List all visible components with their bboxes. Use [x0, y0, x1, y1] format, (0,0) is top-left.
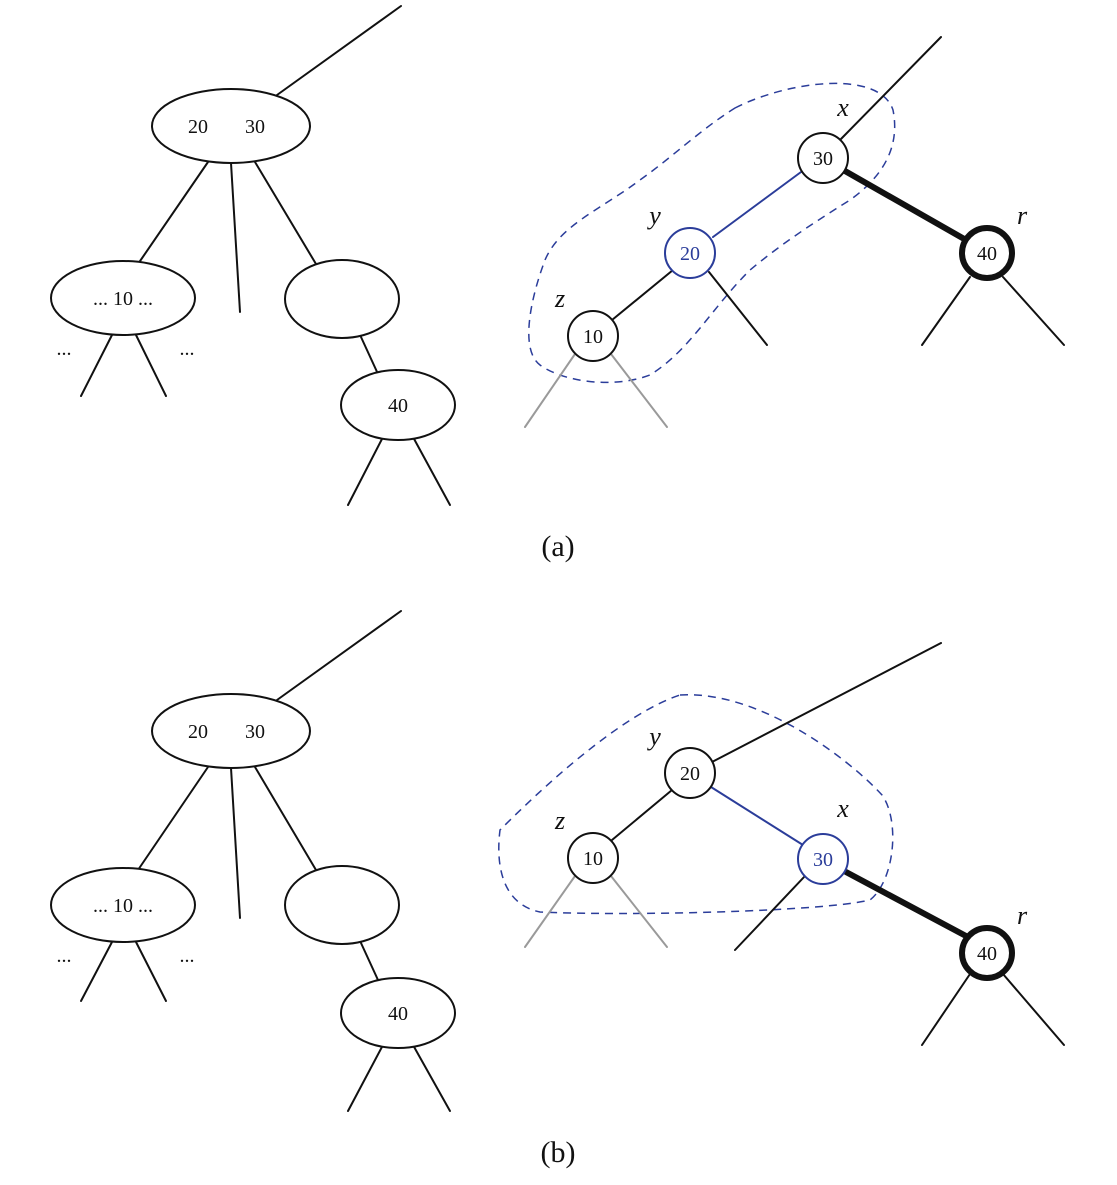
- btree-root-parent-edge: [276, 610, 402, 701]
- rbtree-a: 30 x 20 y 10 z 40 r: [524, 36, 1065, 428]
- btree-node-40: [340, 369, 456, 441]
- rb-node-x-key: 30: [813, 849, 833, 871]
- btree-edge-root-left: [137, 161, 209, 265]
- btree-edge-40-left: [347, 1044, 384, 1112]
- rb-node-z-key: 10: [583, 326, 603, 348]
- btree-edge-left-child-a: [80, 941, 113, 1002]
- btree-left-node: [50, 867, 196, 943]
- rb-edge-x-r: [843, 869, 969, 939]
- rb-edge-r-right: [1002, 276, 1065, 346]
- rb-node-y-key: 20: [680, 243, 700, 265]
- btree-ellipsis-left: ...: [57, 945, 72, 967]
- rb-node-z: [567, 310, 619, 362]
- rbtree-b: 20 y 10 z 30 x 40 r: [498, 642, 1065, 1046]
- highlight-region-b: [498, 694, 894, 915]
- btree-ellipsis-right: ...: [180, 338, 195, 360]
- btree-node-40-key: 40: [388, 1003, 408, 1025]
- rb-label-y: y: [646, 201, 661, 230]
- rb-edge-r-left: [921, 973, 971, 1046]
- btree-b: 20 30 ... 10 ... ... ... 40: [50, 610, 456, 1112]
- rb-edge-x-y: [712, 171, 802, 238]
- rb-edge-y-z: [611, 269, 674, 321]
- rb-node-z-key: 10: [583, 848, 603, 870]
- rb-node-r-key: 40: [977, 943, 997, 965]
- rb-edge-z-left: [524, 875, 576, 948]
- btree-node-40: [340, 977, 456, 1049]
- btree-left-node: [50, 260, 196, 336]
- panel-a-caption: (a): [541, 530, 574, 563]
- btree-ellipsis-left: ...: [57, 338, 72, 360]
- rb-label-y: y: [646, 722, 661, 751]
- rb-edge-y-x: [710, 786, 804, 846]
- rb-label-z: z: [554, 284, 565, 313]
- rb-label-r: r: [1017, 901, 1028, 930]
- btree-root-parent-edge: [276, 5, 402, 96]
- panel-a: 20 30 ... 10 ... ... ... 40 30 x: [50, 5, 1065, 563]
- rb-node-x: [797, 833, 849, 885]
- btree-right-node: [284, 865, 400, 945]
- btree-left-node-keys: ... 10 ...: [93, 288, 153, 310]
- btree-edge-right-to-40: [360, 942, 379, 981]
- rb-edge-z-right: [610, 875, 668, 948]
- rb-node-r: [959, 225, 1015, 281]
- panel-b: 20 30 ... 10 ... ... ... 40 20 y: [50, 610, 1065, 1169]
- btree-ellipsis-right: ...: [180, 945, 195, 967]
- btree-edge-right-to-40: [360, 336, 379, 375]
- btree-root-key-2: 30: [245, 721, 265, 743]
- btree-root-key-2: 30: [245, 116, 265, 138]
- rb-edge-y-parent: [711, 642, 942, 763]
- btree-root-key-1: 20: [188, 116, 208, 138]
- rb-node-x-key: 30: [813, 148, 833, 170]
- rb-edge-z-left: [524, 353, 576, 428]
- rb-label-z: z: [554, 806, 565, 835]
- rb-node-x: [797, 132, 849, 184]
- rb-node-r: [959, 925, 1015, 981]
- rb-node-y: [664, 227, 716, 279]
- btree-edge-40-right: [412, 436, 451, 506]
- rb-label-x: x: [836, 794, 849, 823]
- rb-node-z: [567, 832, 619, 884]
- rb-edge-r-right: [1002, 973, 1065, 1046]
- rb-edge-x-r: [842, 168, 969, 243]
- panel-b-caption: (b): [541, 1136, 576, 1169]
- btree-edge-root-right: [254, 766, 317, 871]
- rb-label-r: r: [1017, 201, 1028, 230]
- rb-edge-x-left: [734, 875, 806, 951]
- rb-edge-r-left: [921, 276, 971, 346]
- rb-node-y-key: 20: [680, 763, 700, 785]
- rb-edge-y-z: [611, 789, 673, 841]
- btree-root-key-1: 20: [188, 721, 208, 743]
- rb-label-x: x: [836, 93, 849, 122]
- btree-edge-left-child-b: [135, 941, 167, 1002]
- rb-edge-x-parent: [839, 36, 942, 141]
- rb-edge-z-right: [610, 353, 668, 428]
- btree-edge-left-child-a: [80, 334, 113, 397]
- rb-node-y: [664, 747, 716, 799]
- highlight-region-a: [528, 82, 896, 384]
- btree-edge-40-right: [412, 1044, 451, 1112]
- btree-edge-40-left: [347, 436, 384, 506]
- btree-node-40-key: 40: [388, 395, 408, 417]
- rb-node-r-key: 40: [977, 243, 997, 265]
- btree-root-node: [151, 693, 311, 769]
- btree-edge-root-left: [137, 766, 209, 871]
- btree-edge-left-child-b: [135, 334, 167, 397]
- btree-a: 20 30 ... 10 ... ... ... 40: [50, 5, 456, 506]
- btree-left-node-keys: ... 10 ...: [93, 895, 153, 917]
- btree-root-node: [151, 88, 311, 164]
- btree-edge-root-middle: [230, 767, 241, 919]
- rb-edge-y-right: [708, 271, 768, 346]
- btree-edge-root-middle: [230, 162, 241, 313]
- btree-right-node: [284, 259, 400, 339]
- btree-edge-root-right: [254, 161, 317, 265]
